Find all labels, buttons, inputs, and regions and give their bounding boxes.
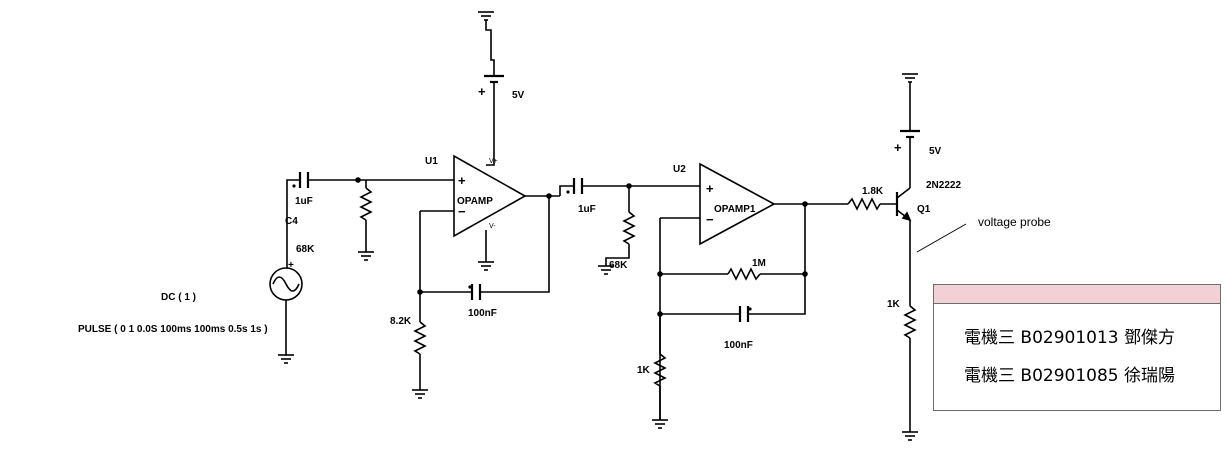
battery-q1-plus: + (894, 140, 902, 155)
u1-vminus-pin: V- (489, 223, 496, 230)
ground-r68k-input (358, 251, 374, 261)
label-cap-in: 1uF (295, 196, 313, 207)
label-cap-mid: 1uF (578, 204, 596, 215)
cap-1uf-coupling (572, 178, 584, 194)
author-line-1: 電機三 B02901013 鄧傑方 (964, 328, 1175, 348)
cap-100nf-u2 (738, 306, 750, 322)
battery-5v-q1 (900, 129, 920, 139)
u2-minus-input: − (706, 212, 714, 227)
resistor-1k-u2 (653, 353, 667, 387)
u1-minus-input: − (458, 204, 466, 219)
label-c4: C4 (285, 216, 298, 227)
ground-q1-supply (902, 73, 918, 83)
label-battery-q1: 5V (929, 146, 942, 157)
ground-r8k2 (412, 389, 428, 399)
label-r-1k-emitter: 1K (887, 299, 901, 310)
u1-plus-input: + (458, 173, 466, 188)
label-source-pulse: PULSE ( 0 1 0.0S 100ms 100ms 0.5s 1s ) (78, 324, 268, 335)
ground-emitter (902, 431, 918, 441)
ground-r1k-u2 (652, 419, 668, 429)
opamp-u1 (453, 154, 527, 238)
ground-u1-supply (478, 11, 494, 21)
voltage-probe-marker (916, 223, 967, 253)
battery-5v-u1 (484, 74, 504, 84)
u1-vplus-pin: V+ (489, 158, 498, 165)
source-plus: + (288, 260, 294, 271)
transistor-q1 (895, 187, 912, 222)
resistor-1m (727, 267, 761, 281)
battery-u1-plus: + (478, 84, 486, 99)
resistor-1k8 (847, 197, 881, 211)
label-voltage-probe: voltage probe (978, 215, 1051, 229)
label-source-dc: DC ( 1 ) (161, 292, 196, 303)
cap-100nf-u1 (470, 284, 482, 300)
label-r-1m: 1M (752, 258, 766, 269)
label-q1: Q1 (917, 204, 931, 215)
label-r-1k-u2: 1K (637, 365, 651, 376)
label-u1: U1 (425, 156, 438, 167)
label-u2: U2 (673, 164, 686, 175)
cap-1uf-input (298, 172, 310, 188)
u2-plus-input: + (706, 181, 714, 196)
label-transistor-model: 2N2222 (926, 180, 961, 191)
ac-voltage-source (269, 267, 303, 301)
ground-source (278, 354, 294, 364)
author-line-2: 電機三 B02901085 徐瑞陽 (964, 366, 1175, 386)
label-r-1k8: 1.8K (862, 186, 884, 197)
label-cap-100nf-u2: 100nF (724, 340, 753, 351)
resistor-1k-emitter (903, 305, 917, 339)
label-r-8k2: 8.2K (390, 316, 412, 327)
title-block: 電機三 B02901013 鄧傑方 電機三 B02901085 徐瑞陽 (933, 284, 1221, 411)
label-battery-u1: 5V (512, 90, 525, 101)
ground-u1-vminus (478, 261, 494, 271)
resistor-68k-input (359, 187, 373, 221)
label-cap-100nf-u1: 100nF (468, 308, 497, 319)
label-opamp-u2: OPAMP1 (714, 204, 756, 215)
ground-r68k-mid (598, 265, 614, 275)
label-r-68k-input: 68K (296, 244, 315, 255)
resistor-8k2 (413, 321, 427, 355)
resistor-68k-mid (622, 211, 636, 245)
title-block-header (934, 285, 1220, 304)
label-r-68k-mid: 68K (609, 260, 628, 271)
label-opamp-u1: OPAMP (457, 196, 493, 207)
opamp-u2 (699, 162, 776, 246)
